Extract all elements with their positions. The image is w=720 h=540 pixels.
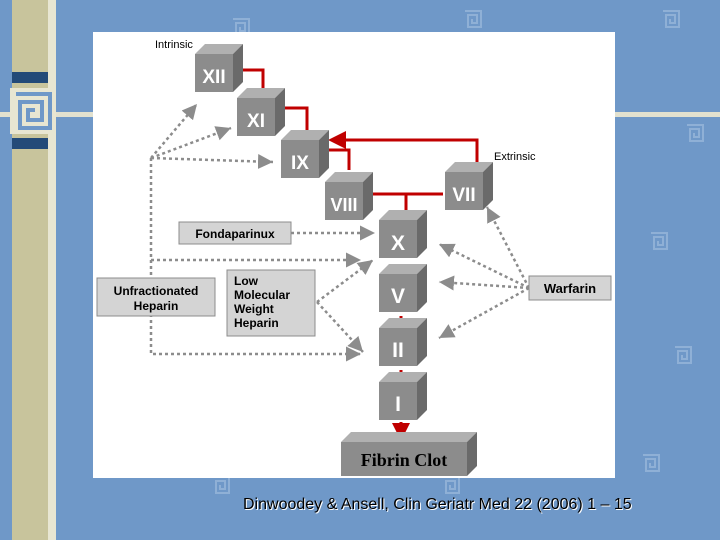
stripe-accent-bottom [12,138,48,149]
intrinsic-label: Intrinsic [155,39,193,51]
background-key-icon [663,10,680,28]
background-key-icon [651,232,668,250]
lmwh-label-line2: Molecular [234,288,290,302]
lmwh-label-line4: Heparin [234,316,279,330]
ufh-label-line2: Heparin [134,299,179,313]
factor-v-label: V [391,285,405,308]
inhibition-arrows [149,103,531,362]
background-key-icon [233,18,250,36]
background-key-icon [643,454,660,472]
unfractionated-heparin-box: Unfractionated Heparin [96,277,216,317]
lmwh-label-line1: Low [234,274,259,288]
background-key-icon [675,346,692,364]
factor-viii-label: VIII [330,195,357,215]
lmwh-label-line3: Weight [234,302,274,316]
factor-ii [379,318,427,366]
left-stripe-highlight [48,0,56,540]
background-key-icon [443,476,460,494]
fibrin-clot-label: Fibrin Clot [361,450,448,470]
factor-i-label: I [395,393,401,416]
fibrin-clot-box [341,432,477,476]
factor-xii [195,44,243,92]
fondaparinux-label: Fondaparinux [195,227,275,241]
factor-i [379,372,427,420]
factor-xi [237,88,285,136]
factor-v [379,264,427,312]
cascade-connectors [241,68,479,441]
factor-x-label: X [391,232,405,255]
factor-ii-label: II [392,339,404,362]
factor-vii [445,162,493,210]
factor-ix-label: IX [291,153,309,174]
ufh-label-line1: Unfractionated [114,284,199,298]
factor-vii-label: VII [452,185,475,206]
greek-key-logo-icon [10,88,56,134]
background-key-icon [465,10,482,28]
background-key-icon [687,124,704,142]
background-key-icon [213,476,230,494]
coagulation-cascade-slide: XII XI IX VIII VII X V II I Fibrin Clot … [93,32,615,478]
factor-x [379,210,427,258]
citation: Dinwoodey & Ansell, Clin Geriatr Med 22 … [243,496,632,513]
fondaparinux-box: Fondaparinux [178,221,292,245]
cascade-diagram: XII XI IX VIII VII X V II I Fibrin Clot … [96,39,612,476]
stripe-accent-top [12,72,48,83]
factor-ix [281,130,329,178]
factor-xii-label: XII [202,67,225,88]
factor-xi-label: XI [247,111,265,132]
warfarin-box: Warfarin [528,275,612,301]
warfarin-label: Warfarin [544,281,596,296]
lmwh-box: Low Molecular Weight Heparin [226,269,316,337]
extrinsic-label: Extrinsic [494,151,536,163]
factor-viii [325,172,373,220]
